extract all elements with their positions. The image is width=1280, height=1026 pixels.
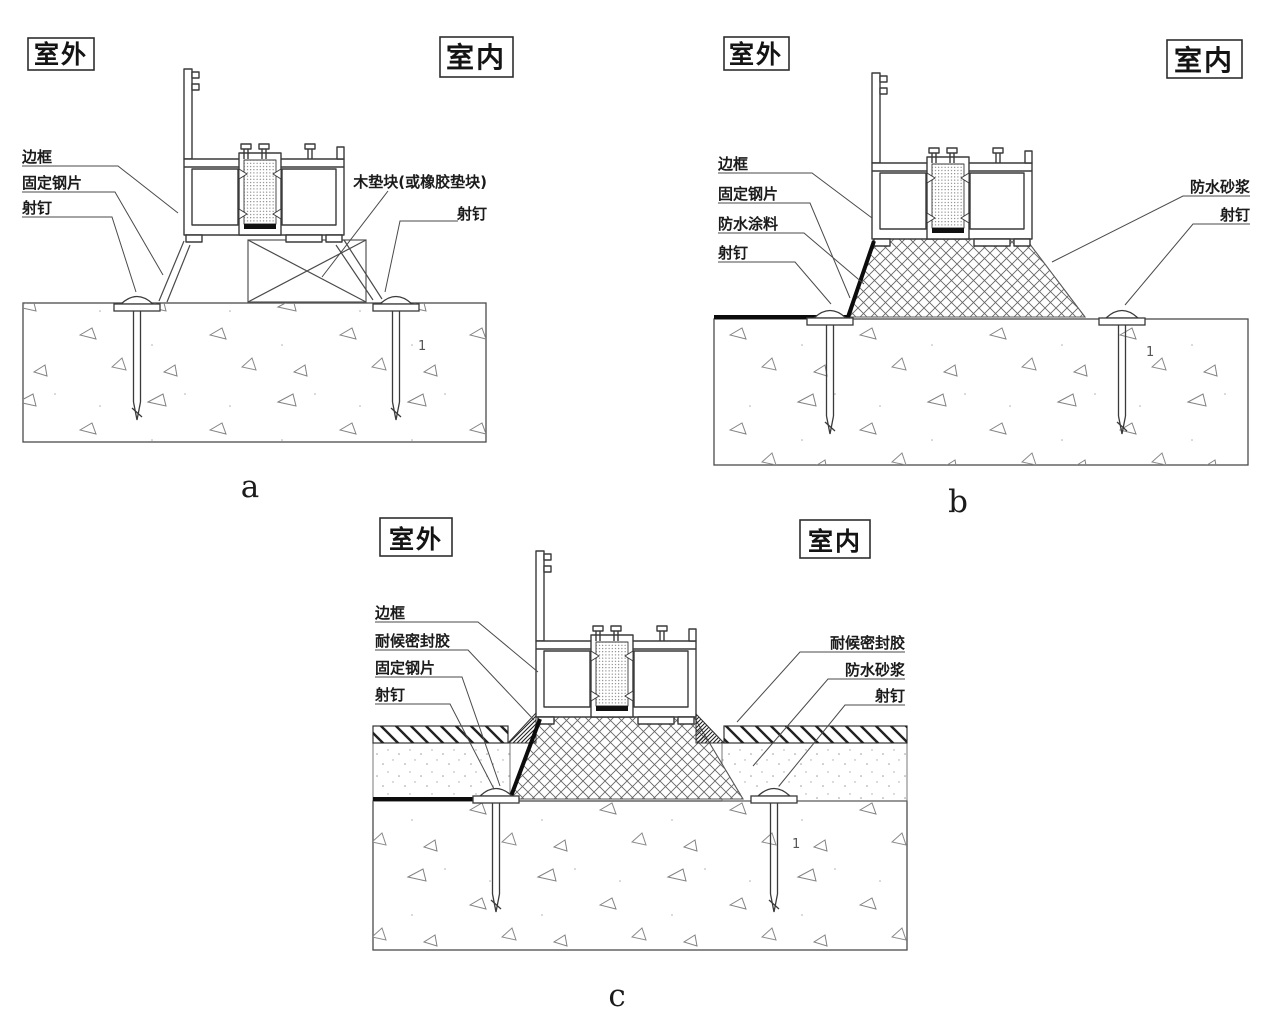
callout-shot-nail-right: 射钉 [874, 687, 905, 705]
floor-finish-left [372, 725, 509, 744]
leader-line [375, 676, 501, 787]
window-frame-profile [183, 68, 345, 243]
diagram-a: 1 边框 固定钢片 射钉 木垫块(或橡胶垫块) 射钉 室外 室内 a [21, 36, 514, 505]
leader-lines-b [718, 172, 1250, 306]
screed-layer-right [721, 742, 908, 802]
outdoor-label: 室外 [729, 40, 783, 69]
leader-line [718, 232, 865, 285]
callout-frame: 边框 [21, 148, 52, 166]
callout-waterproof-mortar: 防水砂浆 [1190, 178, 1251, 196]
callout-weather-sealant-right: 耐候密封胶 [830, 634, 905, 652]
right-steel-strap [335, 239, 383, 301]
rebar-mark: 1 [418, 339, 426, 354]
indoor-label: 室内 [808, 527, 862, 556]
leader-line [718, 202, 851, 299]
callout-frame: 边框 [374, 604, 405, 622]
outdoor-label-box: 室外 [723, 36, 790, 71]
callout-shot-nail: 射钉 [374, 686, 405, 704]
waterproof-mortar [509, 716, 744, 800]
leader-lines-a [22, 165, 458, 293]
leader-line [384, 220, 458, 293]
left-steel-strap [158, 240, 191, 303]
leader-line [375, 649, 535, 721]
concrete-texture [23, 303, 486, 442]
leader-line [1124, 223, 1250, 306]
indoor-label-box: 室内 [439, 36, 514, 78]
caption-c: c [608, 978, 625, 1014]
concrete-texture [714, 319, 1248, 465]
callout-weather-sealant: 耐候密封胶 [375, 632, 450, 650]
leader-line [375, 621, 539, 673]
callout-steel-strap: 固定钢片 [375, 659, 435, 677]
weather-sealant-right [695, 712, 726, 744]
indoor-label: 室内 [1174, 44, 1234, 77]
indoor-label: 室内 [446, 41, 506, 74]
indoor-label-box: 室内 [799, 519, 871, 559]
leader-line [22, 191, 164, 276]
leader-line [752, 678, 905, 767]
leader-line [778, 704, 905, 787]
callout-shot-nail-right: 射钉 [456, 205, 487, 223]
outdoor-label: 室外 [389, 525, 443, 554]
callout-steel-strap: 固定钢片 [718, 185, 778, 203]
leader-line [718, 261, 832, 305]
window-frame-profile [871, 72, 1033, 247]
indoor-label-box: 室内 [1166, 39, 1243, 79]
outdoor-label: 室外 [34, 40, 88, 69]
callout-frame: 边框 [717, 155, 748, 173]
concrete-texture [373, 801, 907, 950]
floor-finish-right [723, 725, 908, 744]
leader-line [375, 703, 495, 790]
outdoor-label-box: 室外 [27, 37, 95, 71]
leader-line [321, 190, 389, 278]
diagram-b: 1 边框 固定钢片 防水涂料 射钉 防水砂浆 射钉 室外 室内 b [713, 36, 1251, 520]
leader-line [22, 216, 137, 293]
wood-pad-assembly [158, 239, 383, 303]
diagram-c: 1 边框 耐候密封胶 固定钢片 射钉 耐候密封胶 防水砂浆 射钉 室外 室内 c [372, 517, 908, 1014]
callout-wood-pad: 木垫块(或橡胶垫块) [352, 173, 487, 191]
waterproof-mortar [849, 238, 1087, 318]
outdoor-label-box: 室外 [379, 517, 453, 557]
caption-b: b [948, 484, 968, 520]
leader-line [1051, 195, 1250, 263]
leader-line [718, 172, 873, 219]
callout-steel-strap: 固定钢片 [22, 174, 82, 192]
callout-waterproof-mortar: 防水砂浆 [845, 661, 906, 679]
callout-waterproof-coating: 防水涂料 [718, 215, 778, 233]
callout-shot-nail: 射钉 [21, 199, 52, 217]
callout-shot-nail: 射钉 [717, 244, 748, 262]
rebar-mark: 1 [1146, 345, 1154, 360]
leader-line [22, 165, 179, 214]
leader-lines-c [375, 621, 905, 790]
leader-line [736, 651, 905, 723]
callout-shot-nail-right: 射钉 [1219, 206, 1250, 224]
waterproof-coating-line [714, 240, 876, 319]
caption-a: a [241, 469, 259, 505]
rebar-mark: 1 [792, 837, 800, 852]
window-frame-profile [535, 550, 697, 725]
